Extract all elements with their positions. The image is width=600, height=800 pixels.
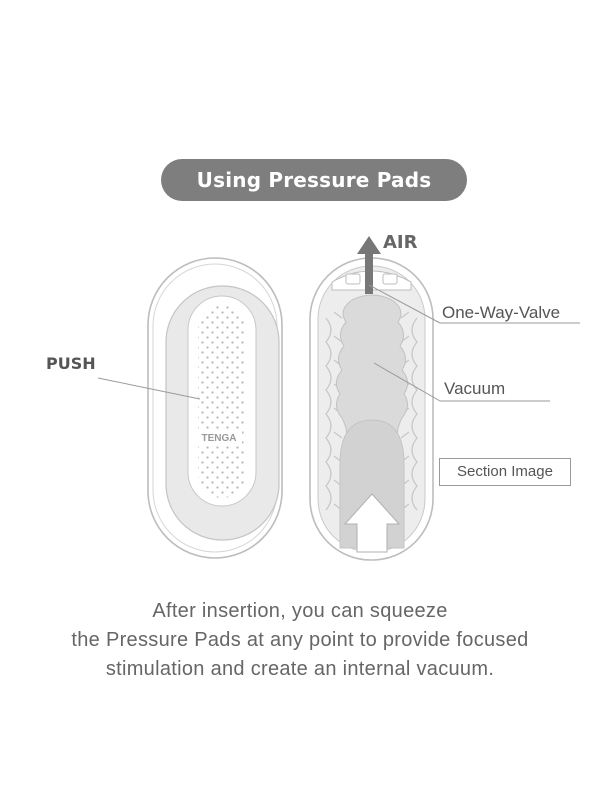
vacuum-label: Vacuum xyxy=(444,379,506,398)
air-arrow xyxy=(357,236,381,294)
caption-line-1: After insertion, you can squeeze xyxy=(152,600,448,622)
one-way-valve-label: One-Way-Valve xyxy=(442,303,561,322)
insertion-arrow xyxy=(343,493,401,553)
valve-leader-line xyxy=(368,284,441,324)
device-section-view xyxy=(309,236,434,561)
device-front-view: TENGA xyxy=(147,257,283,559)
section-title: Using Pressure Pads xyxy=(161,159,467,201)
tenga-logo: TENGA xyxy=(196,430,242,444)
inner-rib-pattern xyxy=(325,311,418,511)
vacuum-chamber xyxy=(336,294,408,437)
pressure-pad-dots xyxy=(198,304,246,498)
air-label: AIR xyxy=(383,232,418,253)
caption-line-2: the Pressure Pads at any point to provid… xyxy=(71,629,529,651)
svg-text:TENGA: TENGA xyxy=(202,433,237,444)
push-label: PUSH xyxy=(46,354,96,373)
section-image-label: Section Image xyxy=(439,458,571,486)
push-leader-line xyxy=(97,377,201,400)
caption-line-3: stimulation and create an internal vacuu… xyxy=(105,658,495,680)
description-caption: After insertion, you can squeeze the Pre… xyxy=(0,597,600,684)
vacuum-leader-line xyxy=(373,362,441,402)
